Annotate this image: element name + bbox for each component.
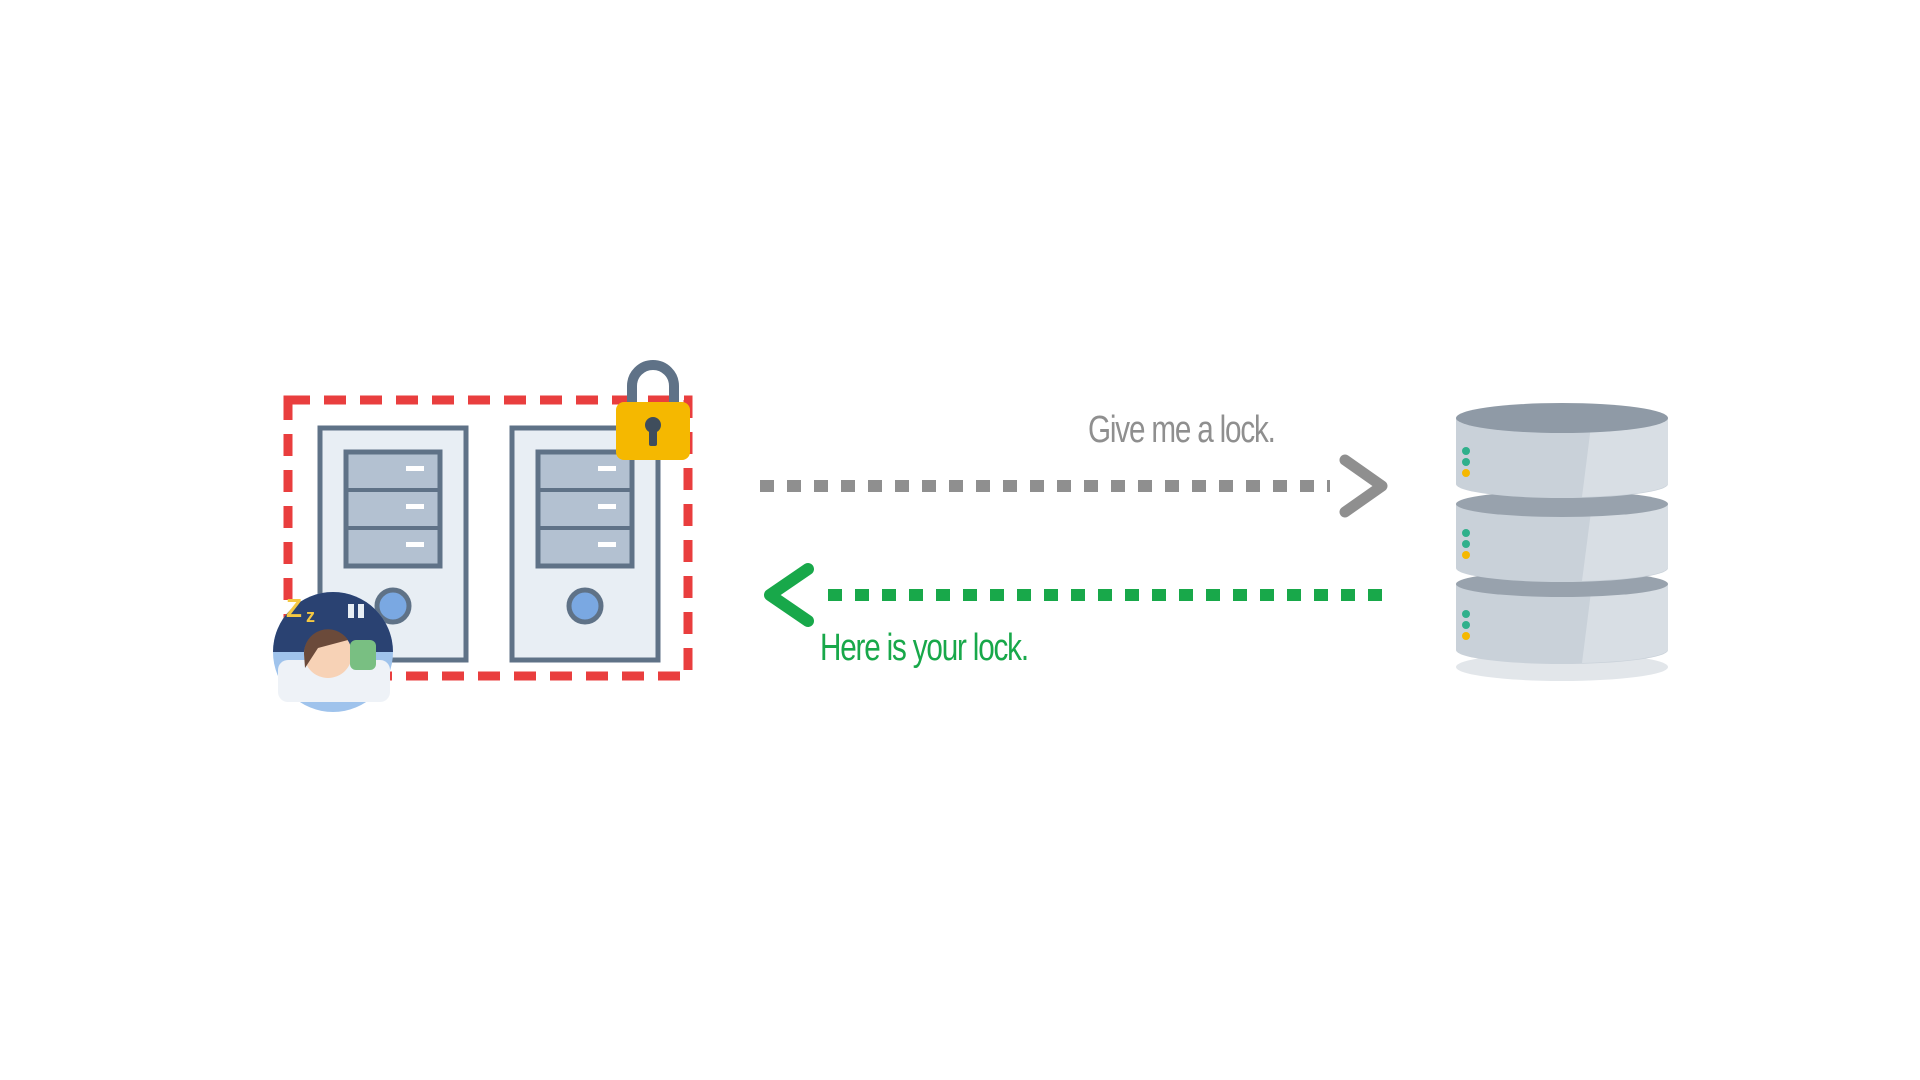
server-towers-icon <box>317 425 661 663</box>
database-icon <box>1456 403 1668 681</box>
request-arrow <box>760 454 1388 518</box>
sleeping-person-icon: Z z <box>273 592 393 712</box>
response-message: Here is your lock. <box>820 627 1029 669</box>
database-tier-top <box>1456 403 1668 498</box>
response-arrow <box>764 563 1382 627</box>
database-tier-bottom <box>1456 571 1668 664</box>
lock-boundary <box>283 395 693 681</box>
request-message: Give me a lock. <box>1088 409 1276 451</box>
svg-text:Z: Z <box>286 593 302 623</box>
svg-text:z: z <box>306 606 315 626</box>
padlock-icon <box>616 360 690 460</box>
database-tier-middle <box>1456 491 1668 582</box>
server-tower-right <box>509 425 661 663</box>
